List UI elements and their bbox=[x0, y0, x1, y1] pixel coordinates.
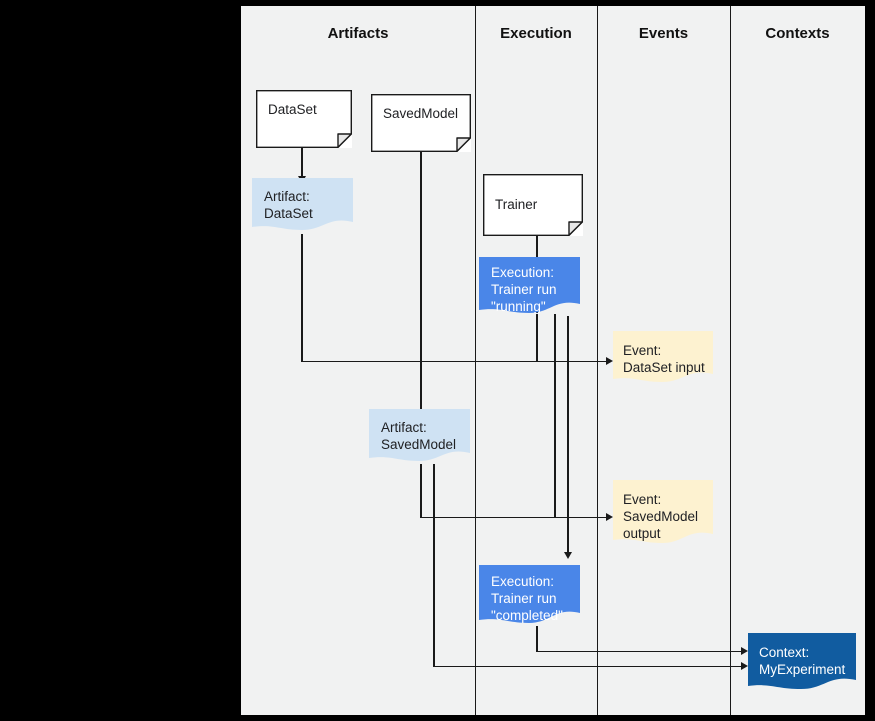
node-savedmodel-type-label: SavedModel bbox=[383, 106, 459, 121]
edge-execution-running-to-event-dataset-input bbox=[536, 311, 538, 362]
edge-artifact-savedmodel-down-2 bbox=[433, 464, 435, 667]
node-context-myexperiment[interactable]: Context: MyExperiment bbox=[748, 633, 856, 693]
wavy-shape-icon bbox=[252, 178, 353, 230]
edge-execution-running-to-execution-completed bbox=[567, 316, 569, 556]
node-dataset-type[interactable]: DataSet bbox=[256, 90, 352, 148]
edge-artifact-savedmodel-down-1 bbox=[420, 464, 422, 518]
edge-artifact-dataset-down bbox=[301, 234, 303, 362]
node-execution-completed[interactable]: Execution: Trainer run "completed" bbox=[479, 565, 580, 627]
edge-artifact-dataset-to-event-dataset-input bbox=[301, 361, 609, 363]
edge-context-arrowhead-lower bbox=[741, 662, 748, 670]
lane-title-execution: Execution bbox=[500, 25, 572, 42]
node-event-dataset-input[interactable]: Event: DataSet input bbox=[613, 331, 713, 386]
node-event-savedmodel-output[interactable]: Event: SavedModel output bbox=[613, 480, 713, 548]
node-dataset-type-label: DataSet bbox=[268, 102, 317, 117]
node-trainer-type[interactable]: Trainer bbox=[483, 174, 583, 236]
node-artifact-dataset[interactable]: Artifact: DataSet bbox=[252, 178, 353, 234]
edge-context-arrowhead-upper bbox=[741, 647, 748, 655]
edge-execution-running-to-event-savedmodel-output bbox=[554, 314, 556, 518]
node-event-dataset-input-label: Event: DataSet input bbox=[623, 343, 705, 375]
node-trainer-type-label: Trainer bbox=[495, 197, 538, 212]
node-context-myexperiment-label: Context: MyExperiment bbox=[759, 645, 846, 677]
edge-execution-completed-down bbox=[536, 626, 538, 652]
node-event-savedmodel-output-label: Event: SavedModel output bbox=[623, 492, 699, 541]
wavy-shape-icon bbox=[613, 480, 713, 543]
edge-artifact-savedmodel-to-context bbox=[433, 666, 744, 668]
wavy-shape-icon bbox=[613, 331, 713, 382]
node-artifact-dataset-label: Artifact: DataSet bbox=[264, 189, 313, 221]
node-savedmodel-type[interactable]: SavedModel bbox=[371, 94, 471, 152]
lane-title-events: Events bbox=[638, 25, 689, 42]
lane-title-artifacts: Artifacts bbox=[327, 25, 389, 42]
edge-savedmodel-to-artifact-savedmodel bbox=[420, 152, 422, 413]
wavy-shape-icon bbox=[369, 409, 470, 461]
document-shape-icon bbox=[483, 174, 583, 236]
edge-event-savedmodel-output-arrowhead bbox=[606, 513, 613, 521]
document-shape-icon bbox=[256, 90, 352, 148]
edge-execution-completed-to-context bbox=[536, 651, 744, 653]
edge-artifact-savedmodel-to-event-savedmodel-output bbox=[420, 517, 609, 519]
lane-divider-execution-events bbox=[597, 6, 598, 715]
lane-title-contexts: Contexts bbox=[765, 25, 830, 42]
node-execution-running-label: Execution: Trainer run "running" bbox=[491, 265, 557, 314]
lane-divider-artifacts-execution bbox=[475, 6, 476, 715]
swimlane-diagram: Artifacts Execution Events Contexts bbox=[241, 6, 865, 715]
node-artifact-savedmodel-label: Artifact: SavedModel bbox=[381, 420, 457, 452]
lane-divider-events-contexts bbox=[730, 6, 731, 715]
node-execution-completed-label: Execution: Trainer run "completed" bbox=[491, 574, 563, 623]
wavy-shape-icon bbox=[748, 633, 856, 689]
edge-trainer-to-execution-running bbox=[536, 236, 538, 261]
edge-execution-completed-arrowhead bbox=[563, 552, 572, 559]
wavy-shape-icon bbox=[479, 565, 580, 623]
node-artifact-savedmodel[interactable]: Artifact: SavedModel bbox=[369, 409, 470, 465]
edge-event-dataset-input-arrowhead bbox=[606, 357, 613, 365]
node-execution-running[interactable]: Execution: Trainer run "running" bbox=[479, 257, 580, 317]
edge-dataset-to-artifact-dataset bbox=[301, 146, 303, 179]
document-shape-icon bbox=[371, 94, 471, 152]
wavy-shape-icon bbox=[479, 257, 580, 313]
